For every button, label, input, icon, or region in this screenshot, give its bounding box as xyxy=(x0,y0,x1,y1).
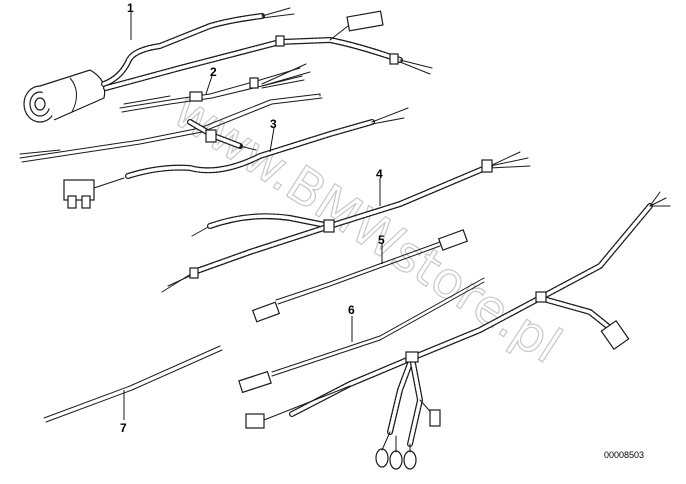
callout-7: 7 xyxy=(120,421,127,435)
harness-part-5 xyxy=(251,229,469,323)
callout-6: 6 xyxy=(348,303,355,317)
callout-4: 4 xyxy=(376,167,383,181)
harness-part-1 xyxy=(23,7,433,123)
harness-part-3 xyxy=(63,107,409,209)
callout-5: 5 xyxy=(378,233,385,247)
round-connector xyxy=(23,69,106,123)
harness-part-4 xyxy=(161,151,531,293)
harness-part-7 xyxy=(43,345,223,423)
callout-1: 1 xyxy=(127,1,134,15)
callout-2: 2 xyxy=(210,65,217,79)
reference-number: 00008503 xyxy=(604,450,644,460)
harness-part-6 xyxy=(238,277,485,394)
harness-part-2 xyxy=(119,63,311,113)
callout-3: 3 xyxy=(270,117,277,131)
harness-large xyxy=(245,191,671,470)
